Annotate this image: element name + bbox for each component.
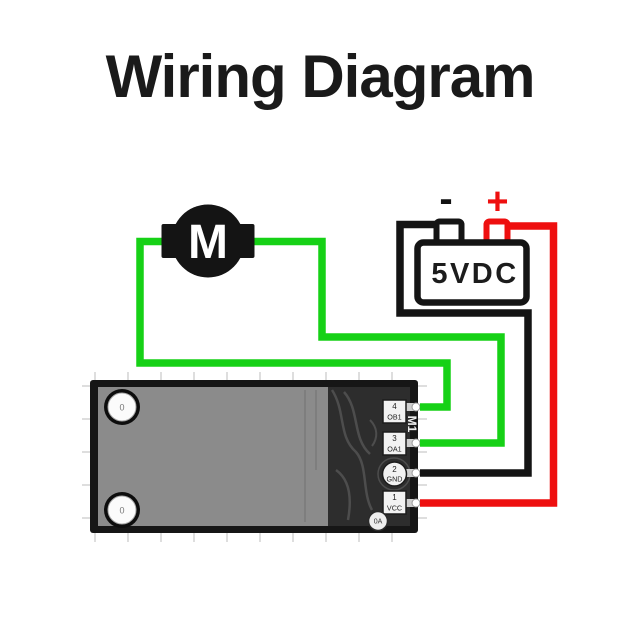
pcb-module: 0 0 4 OB1	[90, 380, 421, 533]
pad-gnd: 2 GND	[381, 461, 408, 487]
pad-vcc: 1 VCC	[382, 490, 407, 515]
positive-sign-label: +	[486, 181, 508, 223]
via-0a: 0A	[367, 510, 389, 532]
wire-motor-to-oa1	[253, 237, 505, 447]
motor-body	[171, 204, 245, 278]
pad-name: OB1	[387, 413, 401, 422]
module-designator: M1	[405, 416, 419, 433]
pad-ob1: 4 OB1	[382, 399, 407, 424]
mounting-hole-label: 0	[119, 506, 124, 516]
mounting-hole-bottom: 0	[104, 492, 140, 528]
negative-sign-label: -	[439, 177, 452, 221]
pad-name: OA1	[387, 445, 401, 454]
pad-number: 3	[392, 434, 397, 443]
motor-label: M	[188, 216, 228, 269]
power-supply: 5VDC - +	[414, 177, 530, 306]
wire-motor-to-ob1	[136, 237, 451, 411]
power-supply-body	[414, 239, 530, 306]
via-label: 0A	[374, 519, 383, 526]
motor-symbol: M	[161, 204, 255, 278]
pad-number: 4	[392, 402, 397, 411]
pad-number: 1	[392, 493, 397, 502]
pad-number: 2	[392, 465, 397, 474]
pad-name: VCC	[387, 504, 402, 513]
pad-name: GND	[387, 475, 403, 484]
edge-notches	[405, 402, 421, 508]
copper-traces	[330, 389, 411, 521]
power-supply-label: 5VDC	[431, 258, 518, 290]
mounting-hole-label: 0	[119, 403, 124, 413]
pad-oa1: 3 OA1	[382, 431, 407, 456]
mounting-hole-top: 0	[104, 389, 140, 425]
wire-positive-to-vcc	[420, 222, 558, 507]
substrate-traces	[304, 390, 317, 522]
wire-negative-to-gnd	[396, 220, 532, 477]
page-title: Wiring Diagram	[105, 43, 536, 110]
wires	[136, 220, 558, 507]
